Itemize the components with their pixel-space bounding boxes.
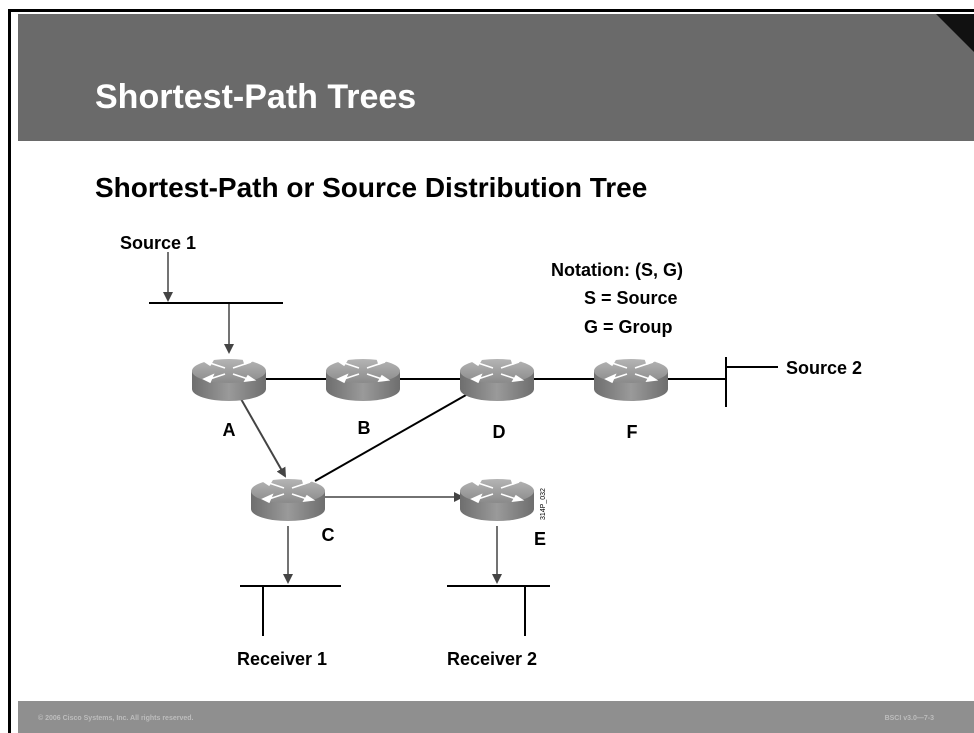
- router-a-icon: [191, 357, 267, 402]
- source1-label: Source 1: [120, 233, 196, 253]
- notation-line-2: S = Source: [584, 288, 678, 308]
- receiver2-label: Receiver 2: [447, 649, 537, 669]
- arrow-a-to-c: [240, 398, 286, 478]
- slide-title: Shortest-Path Trees: [95, 78, 417, 116]
- footer-course-id: BSCI v3.0—7-3: [884, 715, 934, 722]
- receiver1-label: Receiver 1: [237, 649, 327, 669]
- router-label-e: E: [534, 529, 546, 549]
- notation-line-1: Notation: (S, G): [551, 260, 683, 280]
- source2-label: Source 2: [786, 358, 862, 378]
- footer-copyright: © 2006 Cisco Systems, Inc. All rights re…: [38, 715, 194, 722]
- frame-border-left: [8, 9, 11, 733]
- figure-id: 314P_032: [540, 488, 547, 520]
- link-d-c: [314, 394, 467, 482]
- router-b-icon: [325, 357, 401, 402]
- router-c-icon: [250, 477, 326, 522]
- router-d-icon: [459, 357, 535, 402]
- footer-bar: [18, 701, 974, 733]
- router-e-icon: [459, 477, 535, 522]
- notation-line-3: G = Group: [584, 317, 673, 337]
- frame-border-top: [8, 9, 974, 12]
- title-bar: [18, 14, 974, 141]
- router-label-c: C: [322, 525, 335, 545]
- router-label-d: D: [493, 422, 506, 442]
- router-label-b: B: [358, 418, 371, 438]
- router-f-icon: [593, 357, 669, 402]
- corner-decoration: [936, 14, 974, 52]
- router-label-f: F: [627, 422, 638, 442]
- slide-subtitle: Shortest-Path or Source Distribution Tre…: [95, 172, 648, 203]
- router-label-a: A: [223, 420, 236, 440]
